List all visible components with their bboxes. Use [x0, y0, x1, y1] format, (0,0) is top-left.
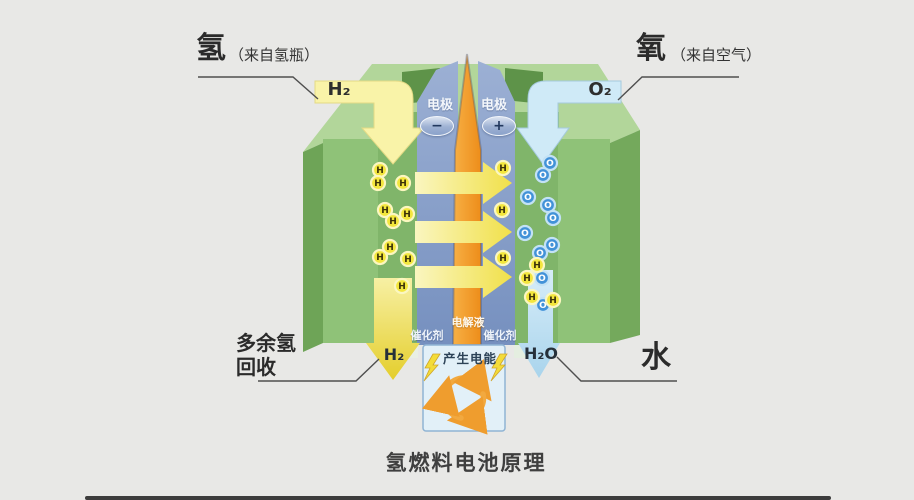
- hydrogen-sublabel: （来自氢瓶）: [229, 46, 320, 64]
- h-particle-symbol: H: [389, 217, 397, 227]
- o-particle-symbol: O: [539, 171, 547, 181]
- page-title: 氢燃料电池原理: [385, 451, 547, 475]
- o-particle-symbol: O: [548, 241, 556, 251]
- callout-lines: [198, 76, 739, 382]
- energy-cycle-icon: [422, 359, 492, 435]
- minus-terminal-badge: −: [420, 116, 454, 136]
- lightning-bolt-left: [423, 353, 441, 382]
- h-particle-symbol: H: [386, 243, 394, 253]
- o-particle-symbol: O: [546, 159, 554, 169]
- catalyst-right-label: 催化剂: [483, 329, 517, 342]
- o-particle: [541, 154, 559, 172]
- block-side-left: [303, 143, 323, 352]
- h-particle: [398, 205, 416, 223]
- electrolyte-label: 电解液: [451, 316, 485, 329]
- h-particle-symbol: H: [403, 210, 411, 220]
- h2-in-label: H₂: [327, 79, 351, 100]
- h-particle-symbol: H: [404, 255, 412, 265]
- excess-hydrogen-label-line2: 回收: [236, 355, 276, 379]
- h-particle: [493, 201, 511, 219]
- o-particle: [543, 236, 561, 254]
- o-particle-symbol: O: [544, 201, 552, 211]
- h-particle: [544, 291, 562, 309]
- electrode-right-label: 电极: [480, 98, 508, 113]
- h-particle: [376, 201, 394, 219]
- o-particle-symbol: O: [536, 249, 544, 259]
- excess-hydrogen-label-line1: 多余氢: [236, 331, 296, 355]
- o-particle-symbol: O: [524, 193, 532, 203]
- flow-arrow-2: [415, 211, 512, 253]
- o-particle: [544, 209, 562, 227]
- oxygen-sublabel: （来自空气）: [671, 46, 762, 64]
- block-front-right: [558, 139, 610, 343]
- h-particle-symbol: H: [374, 179, 382, 189]
- block-side-right: [610, 130, 640, 343]
- o-particle-symbol: O: [539, 301, 547, 311]
- h-particle: [528, 256, 546, 274]
- h2-recovery-arrow: [366, 278, 420, 380]
- o-particle: [534, 166, 552, 184]
- h-particle: [369, 174, 387, 192]
- h-particle: [371, 248, 389, 266]
- h-particle-symbol: H: [399, 179, 407, 189]
- h-particle-symbol: H: [398, 282, 406, 292]
- h-particle-symbol: H: [549, 296, 557, 306]
- o-particle-symbol: O: [521, 229, 529, 239]
- h-particle: [523, 288, 541, 306]
- o-particle: [519, 188, 537, 206]
- h2-inlet-arrow: [314, 80, 426, 165]
- h-particle-symbol: H: [523, 274, 531, 284]
- h-particle: [494, 249, 512, 267]
- h-particle: [381, 238, 399, 256]
- flow-arrow-1: [415, 162, 512, 204]
- hydrogen-label: 氢: [196, 31, 227, 66]
- h-particle-symbol: H: [376, 253, 384, 263]
- h-particle-symbol: H: [498, 206, 506, 216]
- h-particle-symbol: H: [381, 206, 389, 216]
- o-particle-symbol: O: [538, 274, 546, 284]
- power-label: 产生电能: [442, 351, 498, 366]
- hydrogen-particles-crossing: H H H: [493, 159, 512, 267]
- o2-inlet-arrow: [516, 80, 622, 165]
- h-particle-symbol: H: [499, 164, 507, 174]
- h-particle-symbol: H: [376, 166, 384, 176]
- o-particle-symbol: O: [549, 214, 557, 224]
- h-particle: [394, 174, 412, 192]
- h-particle: [384, 212, 402, 230]
- h2o-out-label: H₂O: [524, 344, 558, 363]
- h-particle: [518, 269, 536, 287]
- h-particle-symbol: H: [533, 261, 541, 271]
- block-front-left: [323, 139, 378, 343]
- h-particle-symbol: H: [528, 293, 536, 303]
- electrode-left-label: 电极: [426, 98, 454, 113]
- oxygen-label: 氧: [636, 31, 667, 66]
- h-particle-symbol: H: [499, 254, 507, 264]
- catalyst-left-label: 催化剂: [410, 329, 444, 342]
- lightning-bolt-right: [490, 353, 508, 382]
- o-particle: [516, 224, 534, 242]
- h-particle: [393, 277, 411, 295]
- flow-arrow-3: [415, 256, 512, 298]
- h2-out-label: H₂: [383, 345, 405, 364]
- o2-in-label: O₂: [588, 79, 612, 100]
- progress-bar[interactable]: [85, 496, 831, 500]
- h-particle: [494, 159, 512, 177]
- h-particle: [399, 250, 417, 268]
- plus-terminal-badge: +: [482, 116, 516, 136]
- water-label: 水: [641, 340, 672, 375]
